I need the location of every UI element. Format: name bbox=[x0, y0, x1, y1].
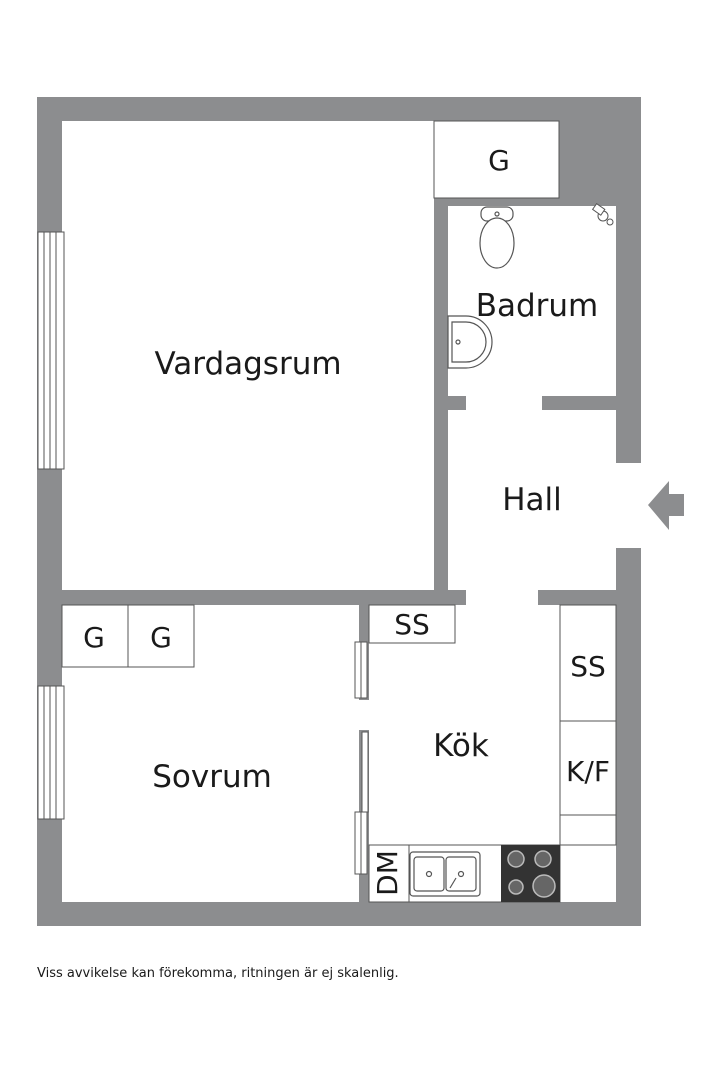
room-label-sovrum: Sovrum bbox=[152, 759, 272, 795]
room-label-hall: Hall bbox=[502, 482, 562, 518]
wardrobes-bedroom bbox=[61, 604, 195, 668]
kitchen-cabinets bbox=[559, 604, 617, 846]
kitchen-sink-icon bbox=[409, 851, 481, 897]
room-label-kok: Kök bbox=[433, 728, 489, 764]
window bbox=[37, 231, 65, 470]
fixture-label-wardrobe-bedroom-1: G bbox=[83, 621, 105, 654]
fixture-label-wardrobe-living: G bbox=[488, 144, 510, 177]
entrance-arrow-icon bbox=[648, 481, 684, 530]
stove-icon bbox=[501, 845, 560, 902]
fixture-label-dishwasher: DM bbox=[371, 850, 404, 896]
toilet-icon bbox=[479, 206, 515, 269]
sink-icon bbox=[447, 315, 493, 369]
disclaimer-text: Viss avvikelse kan förekomma, ritningen … bbox=[37, 966, 399, 981]
shower-icon bbox=[591, 202, 614, 226]
window bbox=[37, 685, 65, 820]
wardrobe-living bbox=[433, 120, 560, 199]
fixture-label-wardrobe-bedroom-2: G bbox=[150, 621, 172, 654]
sliding-door bbox=[354, 641, 369, 875]
room-label-vardagsrum: Vardagsrum bbox=[154, 346, 341, 382]
fixture-label-cabinet-hall: SS bbox=[394, 608, 430, 641]
fixture-label-fridge-freezer: K/F bbox=[566, 755, 610, 788]
cabinet-hall bbox=[368, 604, 456, 644]
doorway-bedroom-kitchen bbox=[359, 700, 369, 730]
room-interiors bbox=[62, 121, 641, 902]
fixture-label-cabinet-kitchen: SS bbox=[570, 650, 606, 683]
room-label-badrum: Badrum bbox=[476, 288, 599, 324]
wall-cutout bbox=[434, 455, 448, 533]
